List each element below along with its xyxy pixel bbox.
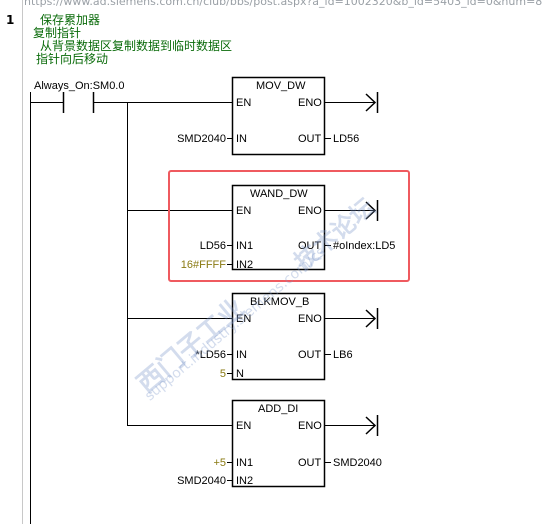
box2-en: EN [236, 205, 252, 217]
box-mov-dw [231, 76, 326, 156]
ladder-diagram [30, 76, 379, 524]
box2-in1-operand: LD56 [199, 240, 226, 252]
box3-out-operand: LB6 [333, 349, 353, 361]
box4-in1-operand: +5 [213, 457, 226, 469]
box2-out-operand: #oIndex:LD5 [333, 240, 396, 252]
box2-title: WAND_DW [250, 188, 308, 200]
highlight-frame [168, 170, 410, 282]
box1-en: EN [236, 97, 252, 109]
box1-in-operand: SMD2040 [177, 133, 226, 145]
arrow-coil-4 [365, 416, 377, 435]
box3-n-pin: N [236, 368, 244, 380]
comment-line-3: 从背景数据区复制数据到临时数据区 [40, 39, 233, 53]
box4-in1-pin: IN1 [236, 457, 254, 469]
box4-eno: ENO [298, 420, 322, 432]
box3-title: BLKMOV_B [250, 296, 310, 308]
box-add-di [231, 399, 326, 488]
comment-line-2: 复制指针 [33, 26, 82, 40]
box1-out-operand: LD56 [333, 133, 360, 145]
comment-line-1: 保存累加器 [40, 13, 101, 27]
box4-in2-operand: SMD2040 [177, 475, 226, 487]
contact-label: Always_On:SM0.0 [34, 80, 125, 92]
box3-in-pin: IN [236, 349, 247, 361]
box3-out-pin: OUT [298, 349, 322, 361]
arrow-coil-2 [365, 201, 377, 220]
browser-url-fragment: https://www.ad.siemens.com.cn/club/bbs/p… [24, 0, 542, 8]
box3-en: EN [236, 313, 252, 325]
box1-title: MOV_DW [256, 80, 306, 92]
box4-title: ADD_DI [258, 403, 299, 415]
box1-in-pin: IN [236, 133, 247, 145]
arrow-coil-1 [365, 93, 377, 112]
comment-line-4: 指针向后移动 [36, 52, 109, 66]
box2-in1-pin: IN1 [236, 240, 254, 252]
box2-in2-operand: 16#FFFF [180, 259, 226, 271]
box-blkmov-b [231, 292, 326, 381]
box1-out-pin: OUT [298, 133, 322, 145]
box2-in2-pin: IN2 [236, 259, 254, 271]
arrow-coil-3 [365, 309, 377, 328]
box3-n-operand: 5 [219, 368, 226, 380]
box4-out-pin: OUT [298, 457, 322, 469]
box4-out-operand: SMD2040 [333, 457, 382, 469]
box3-eno: ENO [298, 313, 322, 325]
box1-eno: ENO [298, 97, 322, 109]
box4-in2-pin: IN2 [236, 475, 254, 487]
box2-out-pin: OUT [298, 240, 322, 252]
box2-eno: ENO [298, 205, 322, 217]
network-gutter: 1 [0, 0, 23, 524]
box4-en: EN [236, 420, 252, 432]
box-wand-dw [231, 184, 326, 271]
network-number: 1 [6, 13, 15, 27]
box3-in-operand: *LD56 [195, 349, 226, 361]
